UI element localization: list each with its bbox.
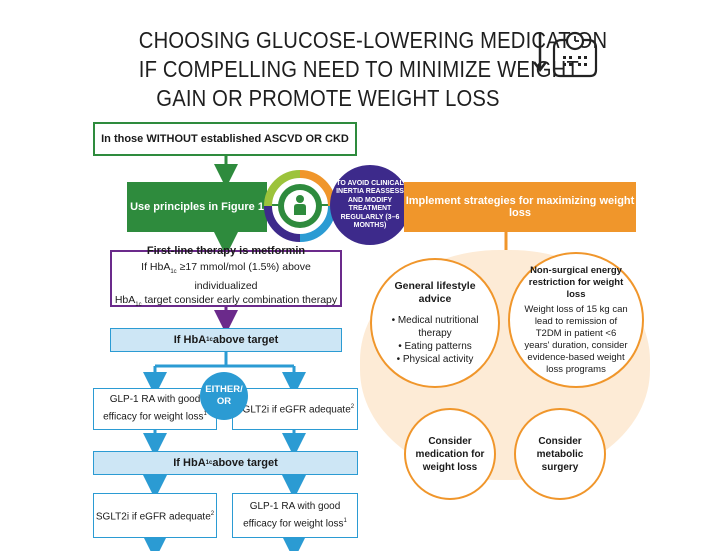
first-line-sub-1: 1c	[170, 269, 177, 275]
principles-box: Use principles in Figure 1	[127, 182, 267, 232]
non-surgical-title: Non-surgical energy restriction for weig…	[528, 264, 624, 300]
clinical-inertia-label: TO AVOID CLINICAL INERTIA REASSESS AND M…	[336, 179, 404, 230]
weight-loss-strategies-box: Implement strategies for maximizing weig…	[404, 182, 636, 232]
first-line-text-1a: If HbA	[141, 260, 171, 273]
glp1-ra-sup-2: 1	[343, 517, 347, 524]
first-line-text: If HbA1c ≥17 mmol/mol (1.5%) above indiv…	[112, 260, 340, 312]
page-title: CHOOSING GLUCOSE-LOWERING MEDICATION IF …	[138, 26, 608, 113]
sglt2i-box-1: SGLT2i if eGFR adequate2	[232, 388, 358, 430]
sglt2i-sup-1: 2	[350, 404, 355, 411]
non-surgical-body: Weight loss of 15 kg can lead to remissi…	[524, 303, 628, 375]
title-line-3: GAIN OR PROMOTE WEIGHT LOSS	[156, 85, 500, 111]
lifestyle-item-3: • Physical activity	[396, 354, 474, 365]
medication-label: Consider medication for weight loss	[415, 435, 485, 473]
lifestyle-item-1: • Medical nutritional therapy	[391, 315, 479, 339]
person-cycle-icon	[264, 170, 336, 242]
first-line-text-2a: HbA	[114, 294, 136, 306]
glp1-ra-sup-1: 1	[203, 411, 207, 418]
sglt2i-box-2: SGLT2i if eGFR adequate2	[93, 493, 217, 538]
glp1-ra-text-1: GLP-1 RA with good efficacy for weight l…	[103, 394, 204, 423]
sglt2i-sup-2: 2	[210, 510, 215, 517]
weight-scale-icon	[533, 31, 598, 78]
non-surgical-energy-circle: Non-surgical energy restriction for weig…	[508, 252, 644, 388]
without-ascvd-label: In those WITHOUT established ASCVD OR CK…	[101, 133, 349, 145]
surgery-label: Consider metabolic surgery	[536, 435, 584, 473]
hba1c-1-pre: If HbA	[173, 334, 207, 346]
title-line-1: CHOOSING GLUCOSE-LOWERING MEDICATION	[138, 27, 608, 53]
either-or-label: EITHER/ OR	[205, 384, 243, 407]
either-or-badge: EITHER/ OR	[200, 372, 248, 420]
lifestyle-title: General lifestyle advice	[394, 280, 476, 305]
glp1-ra-text-2: GLP-1 RA with good efficacy for weight l…	[243, 500, 344, 530]
weight-loss-strategies-label: Implement strategies for maximizing weig…	[405, 195, 635, 219]
lifestyle-advice-circle: General lifestyle advice • Medical nutri…	[370, 258, 500, 388]
sglt2i-text-2: SGLT2i if eGFR adequate	[95, 511, 211, 523]
first-line-therapy-box: First-line therapy is metformin If HbA1c…	[110, 245, 342, 308]
metabolic-surgery-circle: Consider metabolic surgery	[514, 408, 606, 500]
hba1c-2-pre: If HbA	[173, 457, 206, 469]
sglt2i-text-1: SGLT2i if eGFR adequate	[235, 404, 351, 416]
glp1-ra-label-2: GLP-1 RA with good efficacy for weight l…	[233, 500, 357, 531]
principles-label: Use principles in Figure 1	[130, 201, 264, 213]
first-line-sub-2: 1c	[135, 302, 142, 309]
sglt2i-label-2: SGLT2i if eGFR adequate2	[96, 507, 214, 524]
glp1-ra-box-1: GLP-1 RA with good efficacy for weight l…	[93, 388, 217, 430]
first-line-text-2b: target consider early combination therap…	[141, 294, 338, 306]
title-line-2: IF COMPELLING NEED TO MINIMIZE WEIGHT	[138, 56, 579, 82]
first-line-text-1b: ≥17 mmol/mol (1.5%) above individualized	[176, 260, 311, 292]
glp1-ra-box-2: GLP-1 RA with good efficacy for weight l…	[232, 493, 358, 538]
lifestyle-item-2: • Eating patterns	[398, 341, 472, 352]
without-ascvd-box: In those WITHOUT established ASCVD OR CK…	[93, 122, 357, 156]
sglt2i-label-1: SGLT2i if eGFR adequate2	[236, 400, 354, 417]
clinical-inertia-circle: TO AVOID CLINICAL INERTIA REASSESS AND M…	[330, 165, 410, 245]
hba1c-1-sub: 1c	[206, 337, 213, 343]
glp1-ra-label-1: GLP-1 RA with good efficacy for weight l…	[94, 393, 216, 424]
first-line-title: First-line therapy is metformin	[146, 244, 306, 257]
weight-loss-medication-circle: Consider medication for weight loss	[404, 408, 496, 500]
hba1c-1-post: above target	[212, 334, 279, 346]
hba1c-2-post: above target	[212, 457, 278, 469]
hba1c-2-sub: 1c	[205, 460, 213, 466]
branch-lines-1	[153, 352, 296, 382]
